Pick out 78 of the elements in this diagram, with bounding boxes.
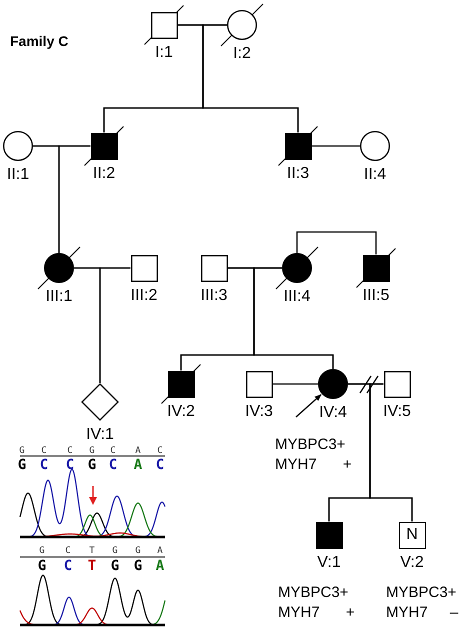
descent-line (58, 145, 90, 253)
genotype-label: MYBPC3+ (275, 436, 346, 454)
base-call: G (110, 559, 120, 573)
mating-line (272, 383, 318, 385)
genotype-label: MYBPC3+ (278, 584, 348, 602)
base-letter: G (135, 547, 141, 556)
base-letter: A (157, 547, 163, 556)
base-letter: A (135, 447, 141, 456)
base-call: C (108, 458, 118, 472)
descent-line (253, 267, 334, 369)
individual-id: II:2 (92, 164, 116, 182)
individual-id: II:3 (286, 164, 310, 182)
base-call: T (88, 559, 96, 573)
individual-id: I:2 (233, 45, 251, 63)
individual-id: IV:3 (245, 402, 273, 420)
male-square (150, 12, 178, 38)
female-circle (282, 253, 312, 283)
proband-arrow (296, 394, 322, 418)
female-circle (44, 253, 74, 283)
individual-id: V:2 (400, 554, 424, 572)
pedigree-title: Family C (10, 32, 68, 50)
base-letter: C (110, 447, 116, 456)
individual-id: III:1 (46, 288, 72, 306)
male-square (168, 370, 194, 398)
individual-id: IV:1 (86, 426, 114, 444)
female-circle (3, 131, 33, 161)
base-call: C (66, 458, 74, 472)
unknown-sex-diamond (81, 383, 119, 421)
base-letter: C (41, 447, 47, 456)
descent-line (99, 267, 130, 383)
individual-id: III:4 (284, 288, 310, 306)
base-call: G (88, 458, 96, 472)
sibship-line (296, 231, 377, 254)
individual-id: III:5 (362, 286, 390, 304)
individual-id: V:1 (317, 554, 341, 572)
base-call: C (156, 458, 164, 472)
base-call: C (64, 559, 72, 573)
base-call: G (38, 559, 46, 573)
base-call: C (40, 458, 48, 472)
base-letter: T (89, 547, 95, 556)
genotype-label: MYH7 + (278, 604, 355, 622)
individual-id: III:3 (200, 286, 228, 304)
genotype-label: MYBPC3+ (386, 584, 456, 602)
base-call: A (134, 458, 142, 472)
male-square (200, 254, 228, 282)
base-letter: C (67, 447, 73, 456)
female-circle (360, 131, 390, 161)
individual-id: III:2 (130, 286, 158, 304)
individual-id: I:1 (155, 44, 173, 62)
base-letter: G (112, 547, 118, 556)
individual-id: IV:5 (383, 402, 411, 420)
mating-line (312, 145, 360, 147)
individual-id: IV:2 (167, 402, 195, 420)
male-square (246, 370, 272, 398)
individual-id: IV:4 (319, 404, 347, 422)
base-letter: C (65, 547, 71, 556)
genotype-label: MYH7 – (386, 604, 458, 622)
base-call: G (134, 559, 142, 573)
male-square (90, 132, 118, 160)
female-circle (318, 369, 348, 399)
base-call: G (18, 458, 26, 472)
individual-square: N (398, 522, 426, 548)
base-letter: G (19, 447, 25, 456)
individual-id: II:4 (364, 166, 386, 184)
descent-line (202, 24, 299, 132)
male-square (284, 132, 312, 160)
individual-id: II:1 (6, 166, 30, 184)
male-square (316, 522, 342, 548)
female-circle (227, 10, 257, 40)
male-square (384, 370, 410, 398)
base-call: A (156, 559, 164, 573)
male-square (130, 254, 158, 282)
base-letter: G (39, 547, 45, 556)
male-square (362, 254, 390, 282)
genotype-label: MYH7 + (275, 456, 352, 474)
descent-line (369, 383, 413, 522)
base-letter: G (89, 447, 95, 456)
base-letter: C (157, 447, 163, 456)
